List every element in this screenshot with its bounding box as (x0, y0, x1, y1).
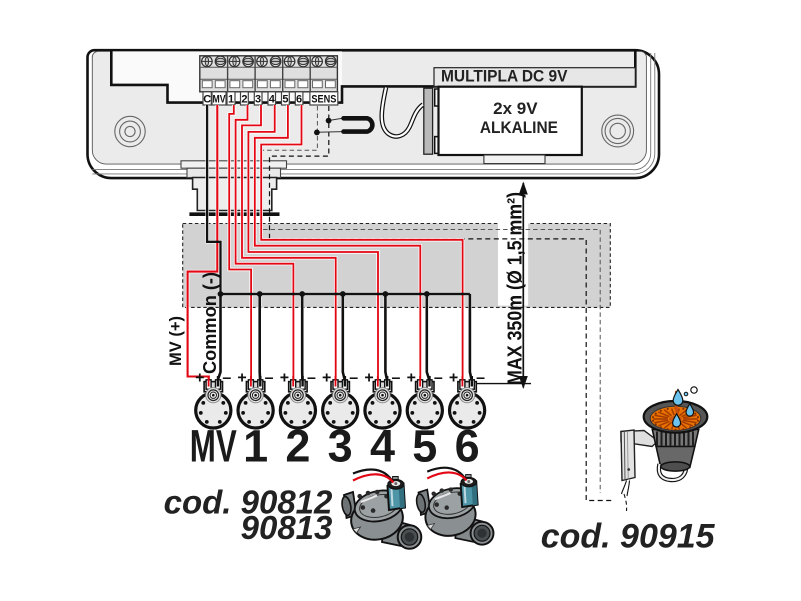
svg-text:SENS: SENS (311, 93, 336, 105)
svg-text:5: 5 (282, 93, 288, 105)
svg-text:–: – (392, 370, 401, 387)
svg-text:C: C (203, 93, 211, 105)
svg-text:+: + (237, 370, 246, 387)
svg-text:4: 4 (269, 93, 276, 105)
svg-text:MULTIPLA DC 9V: MULTIPLA DC 9V (441, 68, 568, 86)
svg-text:–: – (349, 370, 358, 387)
svg-text:+: + (322, 370, 331, 387)
svg-text:MV (+): MV (+) (167, 316, 185, 366)
svg-text:Common (-): Common (-) (200, 272, 220, 374)
svg-text:–: – (265, 370, 274, 387)
svg-text:cod. 90915: cod. 90915 (541, 518, 716, 556)
svg-text:MV: MV (190, 421, 237, 472)
svg-text:–: – (222, 370, 231, 387)
svg-text:–: – (434, 370, 443, 387)
svg-text:1: 1 (228, 93, 234, 105)
svg-text:5: 5 (412, 421, 437, 472)
svg-text:4: 4 (370, 421, 395, 472)
svg-text:–: – (476, 370, 485, 387)
svg-text:3: 3 (328, 421, 353, 472)
svg-text:+: + (407, 370, 416, 387)
svg-text:6: 6 (455, 421, 480, 472)
svg-text:MV: MV (213, 93, 227, 105)
svg-text:2: 2 (285, 421, 310, 472)
svg-text:MAX 350m (Ø 1,5 mm²): MAX 350m (Ø 1,5 mm²) (505, 192, 527, 385)
svg-text:1: 1 (243, 421, 268, 472)
svg-text:+: + (364, 370, 373, 387)
svg-text:+: + (449, 370, 458, 387)
svg-text:ALKALINE: ALKALINE (480, 118, 558, 137)
svg-text:cod. 90812: cod. 90812 (164, 484, 333, 521)
svg-text:+: + (195, 370, 204, 387)
svg-text:90813: 90813 (241, 509, 333, 546)
svg-text:2x 9V: 2x 9V (493, 99, 538, 118)
svg-text:6: 6 (296, 93, 302, 105)
svg-text:3: 3 (255, 93, 261, 105)
svg-text:–: – (307, 370, 316, 387)
svg-text:+: + (280, 370, 289, 387)
svg-text:2: 2 (241, 93, 247, 105)
